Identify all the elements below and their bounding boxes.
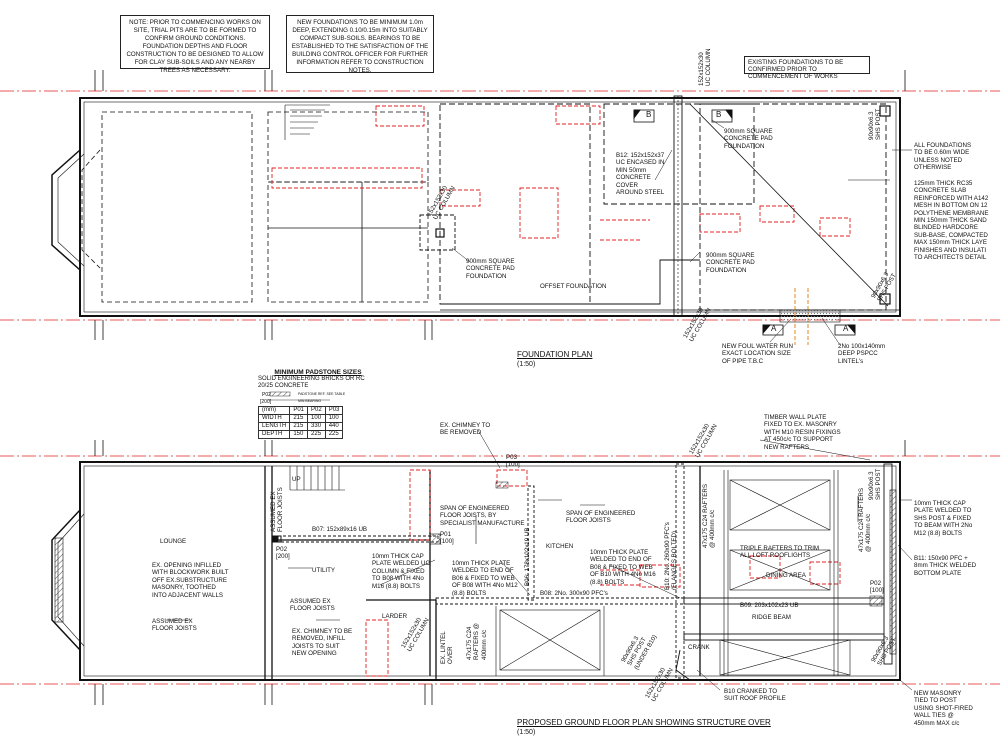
padstone-header-cell: P03 xyxy=(324,406,344,415)
gf-chimney-removed: EX. CHIMNEY TO BE REMOVED xyxy=(440,422,491,437)
fp-pad-mid: 900mm SQUARE CONCRETE PAD FOUNDATION xyxy=(706,252,755,274)
gf-new-masonry: NEW MASONRY TIED TO POST USING SHOT-FIRE… xyxy=(914,690,973,727)
fp-section-a-left: A xyxy=(771,324,777,333)
gf-cap-plate-right: 10mm THICK CAP PLATE WELDED TO SHS POST … xyxy=(914,500,973,537)
gf-b11: B11: 150x90 PFC + 8mm THICK WELDED BOTTO… xyxy=(914,555,977,577)
gf-assumed-joists-left: ASSUMED EX FLOOR JOISTS xyxy=(270,487,285,532)
padstone-row-depth: DEPTH 150 225 225 xyxy=(257,430,344,439)
fp-pad-left: 900mm SQUARE CONCRETE PAD FOUNDATION xyxy=(466,258,515,280)
fp-section-a-right: A xyxy=(843,324,849,333)
gf-p02-left: P02 [200] xyxy=(276,546,290,561)
padstone-cell: 225 xyxy=(324,430,344,439)
padstone-header-cell: P01 xyxy=(289,406,309,415)
gf-dining: DINING AREA xyxy=(766,572,806,579)
padstone-header-cell: (mm) xyxy=(257,406,291,415)
fp-uc-column-top: 152x152x30 UC COLUMN xyxy=(698,48,713,86)
padstone-cell: 225 xyxy=(307,430,326,439)
gf-b07: B07: 152x89x16 UB xyxy=(312,526,368,533)
gf-crank: CRANK xyxy=(688,644,710,651)
gf-b10: B10: 2No. 260x90 PFC's (FLANGES BOLTED) xyxy=(664,522,679,590)
ground-floor-plan-scale: (1:50) xyxy=(517,729,536,736)
padstone-legend-p-note: PADSTONE REF. SEE TABLE xyxy=(298,392,346,396)
gf-b10-cranked: B10 CRANKED TO SUIT ROOF PROFILE xyxy=(724,688,786,703)
gf-plate-b08: 10mm THICK PLATE WELDED TO END OF B08 & … xyxy=(590,549,656,586)
padstone-row-length: LENGTH 215 330 440 xyxy=(257,422,344,431)
fp-section-b-right: B xyxy=(716,110,722,119)
existing-foundations-note: EXISTING FOUNDATIONS TO BE CONFIRMED PRI… xyxy=(744,56,870,80)
fp-section-b-left: B xyxy=(646,110,652,119)
gf-timber-wall-plate: TIMBER WALL PLATE FIXED TO EX. MASONRY W… xyxy=(764,414,841,451)
gf-p03: P03 [100] xyxy=(506,454,520,469)
padstone-cell: 100 xyxy=(307,414,326,423)
padstone-cell: 330 xyxy=(307,422,326,431)
foundation-plan-scale: (1:50) xyxy=(517,361,536,368)
padstone-legend-p: P02 xyxy=(262,392,271,398)
gf-b09: B09: 203x102x23 UB xyxy=(740,602,799,609)
gf-opening-infilled: EX. OPENING INFILLED WITH BLOCKWORK BUIL… xyxy=(152,562,229,599)
gf-rafters-small: 47x175 C24 RAFTERS @ 400mm c/c xyxy=(466,623,488,660)
gf-lounge: LOUNGE xyxy=(160,538,187,545)
fp-slab-spec: 125mm THICK RC35 CONCRETE SLAB REINFORCE… xyxy=(914,180,989,262)
padstone-cell: WIDTH xyxy=(257,414,291,423)
padstone-header-row: (mm) P01 P02 P03 xyxy=(257,406,344,415)
gf-rafters-right: 47x175 C24 RAFTERS @ 400mm c/c xyxy=(858,488,873,552)
padstone-cell: 100 xyxy=(324,414,344,423)
gf-p02-right: P02 [100] xyxy=(870,580,884,595)
padstone-legend-b-note: MIN BEARING xyxy=(298,399,322,403)
gf-chimney-removed-2: EX. CHIMNEY TO BE REMOVED, INFILL JOISTS… xyxy=(292,628,353,658)
gf-p01: P01 [100] xyxy=(440,531,454,546)
padstone-cell: 215 xyxy=(289,414,309,423)
gf-plate-b06: 10mm THICK PLATE WELDED TO END OF B06 & … xyxy=(452,560,518,597)
padstone-cell: DEPTH xyxy=(257,430,291,439)
fp-foul-water: NEW FOUL WATER RUN EXACT LOCATION SIZE O… xyxy=(722,343,793,365)
padstone-legend-b: [200] xyxy=(260,399,272,405)
gf-assumed-joists-mid: ASSUMED EX FLOOR JOISTS xyxy=(290,598,335,613)
gf-larder: LARDER xyxy=(382,613,408,620)
gf-ex-lintel: EX. LINTEL OVER xyxy=(440,631,455,664)
foundation-plan-title: FOUNDATION PLAN xyxy=(517,350,593,359)
fp-pad-b-right: 900mm SQUARE CONCRETE PAD FOUNDATION xyxy=(724,128,773,150)
padstone-row-width: WIDTH 215 100 100 xyxy=(257,414,344,423)
padstone-cell: LENGTH xyxy=(257,422,291,431)
trial-pits-note: NOTE: PRIOR TO COMMENCING WORKS ON SITE,… xyxy=(120,15,270,74)
fp-shs-post-top: 90x90x6.3 SHS POST xyxy=(868,108,883,140)
padstone-legend-swatches xyxy=(268,391,330,401)
padstone-header-cell: P02 xyxy=(307,406,326,415)
gf-utility: UTILITY xyxy=(312,567,336,574)
padstone-title: MINIMUM PADSTONE SIZES xyxy=(274,369,362,376)
padstone-cell: 215 xyxy=(289,422,309,431)
gf-span-left: SPAN OF ENGINEERED FLOOR JOISTS, BY SPEC… xyxy=(440,505,525,527)
gf-triple-rafters: TRIPLE RAFTERS TO TRIM ALL LOFT ROOFLIGH… xyxy=(740,545,820,560)
ground-floor-plan-title: PROPOSED GROUND FLOOR PLAN SHOWING STRUC… xyxy=(517,718,771,727)
ground-floor-plan-drawing xyxy=(0,429,1000,705)
gf-rafters-mid: 47x175 C24 RAFTERS @ 400mm c/c xyxy=(702,484,717,548)
foundation-plan-drawing xyxy=(0,70,1000,346)
gf-ridge: RIDGE BEAM xyxy=(752,614,791,621)
fp-b12: B12: 152x152x37 UC ENCASED IN MIN 50mm C… xyxy=(616,152,665,197)
gf-cap-plate-uc: 10mm THICK CAP PLATE WELDED UC COLUMN & … xyxy=(372,553,430,590)
gf-b06: B06: 178x102x19 UB xyxy=(524,527,531,586)
fp-offset: OFFSET FOUNDATION xyxy=(540,283,607,290)
gf-span-right: SPAN OF ENGINEERED FLOOR JOISTS xyxy=(566,510,636,525)
gf-up: UP xyxy=(292,476,301,483)
padstone-cell: 440 xyxy=(324,422,344,431)
padstone-subtitle: SOLID ENGINEERING BRICKS OR RC 20/25 CON… xyxy=(258,376,365,389)
gf-kitchen: KITCHEN xyxy=(546,543,574,550)
padstone-table: (mm) P01 P02 P03 WIDTH 215 100 100 LENGT… xyxy=(257,406,344,439)
new-foundations-note: NEW FOUNDATIONS TO BE MINIMUM 1.0m DEEP,… xyxy=(286,15,434,74)
gf-b08: B08: 2No. 300x90 PFC's xyxy=(540,590,608,597)
gf-assumed-joists-bottom: ASSUMED EX FLOOR JOISTS xyxy=(152,618,197,633)
fp-lintels: 2No 100x140mm DEEP PSPCC LINTEL's xyxy=(838,343,886,365)
padstone-table-block: MINIMUM PADSTONE SIZES SOLID ENGINEERING… xyxy=(257,369,378,439)
padstone-cell: 150 xyxy=(289,430,309,439)
fp-all-foundations: ALL FOUNDATIONS TO BE 0.60m WIDE UNLESS … xyxy=(914,142,972,172)
